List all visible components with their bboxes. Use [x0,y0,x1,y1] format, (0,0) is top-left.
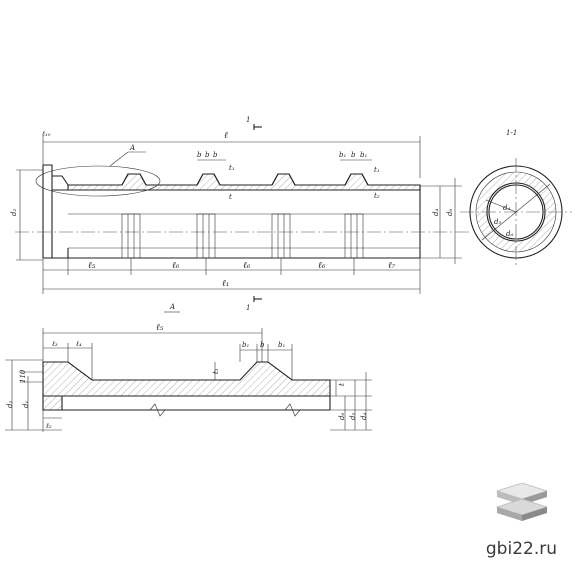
detail-wall-profile [42,361,331,411]
dim-d6: d₆ [446,209,454,216]
callout-ellipse [35,165,161,197]
dim-d2: d₂ [10,209,18,216]
detail-d6: d₆ [338,413,346,420]
section-mark-top: 1 [246,116,250,124]
detail-d1: d₁ [22,401,30,408]
section-d4: d₄ [503,204,510,212]
rib-label-r3: b₁ [360,151,367,159]
section-d6: d₆ [506,230,513,238]
dim-l1: ℓ₁ [222,279,229,289]
detail-dim-l3: ℓ₃ [51,340,58,348]
detail-b: b [260,341,265,349]
mark-t-right: t₁ [374,166,380,174]
detail-angle: 110 [19,369,27,383]
detail-d5: d₅ [349,413,357,420]
dim-l10: ℓ₁₀ [41,130,51,138]
detail-b1-left: b₁ [242,341,249,349]
callout-label: A [129,144,135,152]
dim-l5: ℓ₅ [88,261,96,271]
rib-1 [121,213,141,259]
detail-dim-l4: ℓ₄ [75,340,82,348]
detail-d4: d₄ [360,413,368,420]
dim-l7: ℓ₇ [388,261,396,271]
dim-l6-2: ℓ₆ [243,261,251,271]
mark-t1: t₁ [229,164,235,172]
site-logo-icon [495,482,549,521]
rib-label-b1: b [197,151,202,159]
rib-4 [344,213,364,259]
rib-3 [271,213,291,259]
main-view: ℓ ℓ₁₀ 1 1 [10,116,470,312]
detail-t: t [338,383,346,386]
site-url[interactable]: gbi22.ru [485,539,557,559]
section-view: 1-1 d₄ d₅ d₆ [460,129,572,266]
detail-t1: t₁ [212,368,220,374]
section-mark-bottom: 1 [246,304,250,312]
detail-d2: d₂ [6,401,14,408]
rib-label-b3: b [213,151,218,159]
rib-label-r1: b₁ [339,151,346,159]
detail-b1-right: b₁ [278,341,285,349]
rib-label-r2: b [351,151,356,159]
dim-l: ℓ [224,131,228,141]
section-title: 1-1 [506,129,517,137]
detail-dim-l2: ℓ₂ [45,422,52,430]
dim-l6-1: ℓ₆ [172,261,180,271]
section-d5: d₅ [494,218,501,226]
dim-d4: d₄ [432,209,440,216]
detail-view: A ℓ₅ ℓ₃ ℓ₄ b₁ b b₁ 110 [5,303,372,432]
detail-title: A [169,303,175,311]
detail-dim-l5: ℓ₅ [156,323,164,333]
rib-label-b2: b [205,151,210,159]
dim-l6-3: ℓ₆ [318,261,326,271]
rib-2 [196,213,216,259]
mark-t: t [229,193,232,201]
mark-t2: t₂ [374,192,380,200]
